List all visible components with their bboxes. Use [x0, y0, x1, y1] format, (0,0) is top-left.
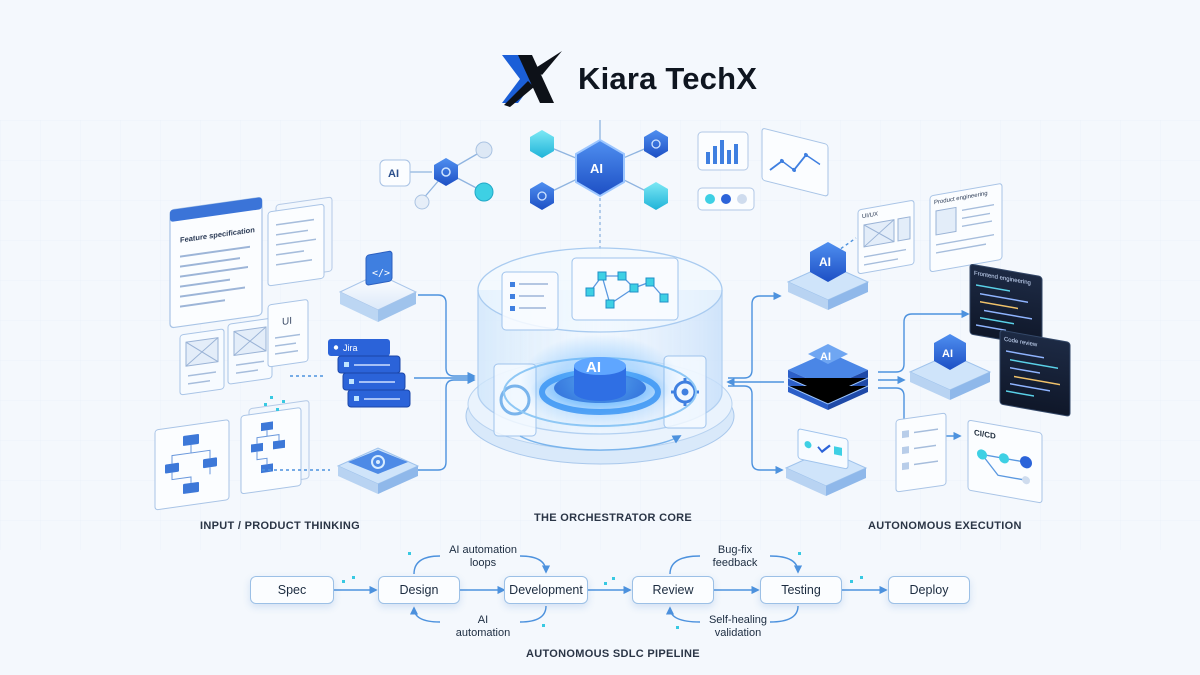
stage-review: Review	[632, 576, 714, 604]
loop-label-bug-fix-feedback: Bug-fix feedback	[712, 544, 758, 569]
uiux-doc: UI/UX	[857, 200, 915, 275]
floating-dots	[264, 396, 285, 411]
loop-label-ai-automation: AI automation	[455, 614, 511, 639]
jira-stack: Jira	[328, 339, 411, 408]
jira-label: Jira	[343, 343, 358, 353]
network-hub-label: AI	[590, 161, 603, 176]
execution-cluster: AI AI AI	[726, 183, 1071, 504]
product-engineering-doc: Product engineering	[929, 183, 1003, 273]
input-cluster: Feature specification	[154, 196, 476, 511]
checklist-doc	[895, 412, 947, 493]
stage-testing: Testing	[760, 576, 842, 604]
core-workflow-panel	[571, 257, 679, 321]
brand-name: Kiara TechX	[578, 61, 758, 96]
ui-card-label: UI	[282, 316, 292, 328]
ui-card: UI	[267, 299, 309, 368]
pipeline-dots	[342, 552, 863, 629]
stage-deploy: Deploy	[888, 576, 970, 604]
section-pipeline-label: AUTONOMOUS SDLC PIPELINE	[526, 648, 700, 660]
orchestrator-core: AI	[465, 247, 735, 465]
brand-logo: Kiara TechX	[498, 44, 757, 114]
section-input-label: INPUT / PRODUCT THINKING	[200, 520, 360, 532]
execution-ai-badge: AI	[820, 351, 831, 363]
ai-network: AI AI	[379, 120, 668, 250]
gear-block	[336, 447, 420, 494]
svg-text:UI/UX: UI/UX	[862, 212, 878, 221]
core-ai-label: AI	[586, 359, 601, 376]
loop-label-ai-automation-loops: AI automation loops	[449, 544, 517, 569]
execution-ai-badge: AI	[942, 348, 953, 360]
stage-design: Design	[378, 576, 460, 604]
kiara-x-logo-icon	[502, 51, 562, 107]
core-list-panel	[501, 271, 559, 331]
feature-spec-document: Feature specification	[169, 196, 263, 329]
cicd-panel: CI/CD	[967, 419, 1043, 504]
cicd-label: CI/CD	[974, 428, 996, 441]
analytics-widgets	[697, 128, 829, 211]
code-block: </>	[338, 250, 418, 322]
wireframe-cards	[179, 317, 273, 396]
code-review-panel: Code review	[999, 329, 1071, 417]
section-core-label: THE ORCHESTRATOR CORE	[534, 512, 693, 524]
flowchart-docs	[154, 400, 310, 511]
execution-ai-stack: AI	[787, 344, 869, 410]
svg-text:Code review: Code review	[1004, 337, 1038, 349]
loop-label-self-healing-validation: Self-healing validation	[708, 614, 768, 639]
execution-ai-badge: AI	[819, 255, 831, 269]
pipeline-connectors	[334, 555, 888, 623]
execution-ai-block-right: AI	[908, 334, 992, 400]
svg-text:</>: </>	[372, 268, 390, 279]
execution-ai-block-top: AI	[786, 242, 870, 310]
frontend-code-panel: Frontend engineering	[969, 263, 1043, 347]
execution-test-block	[784, 428, 868, 496]
stage-spec: Spec	[250, 576, 334, 604]
stage-development: Development	[504, 576, 588, 604]
doc-stack	[267, 196, 333, 287]
section-execution-label: AUTONOMOUS EXECUTION	[868, 520, 1022, 532]
side-ai-label: AI	[388, 168, 399, 180]
